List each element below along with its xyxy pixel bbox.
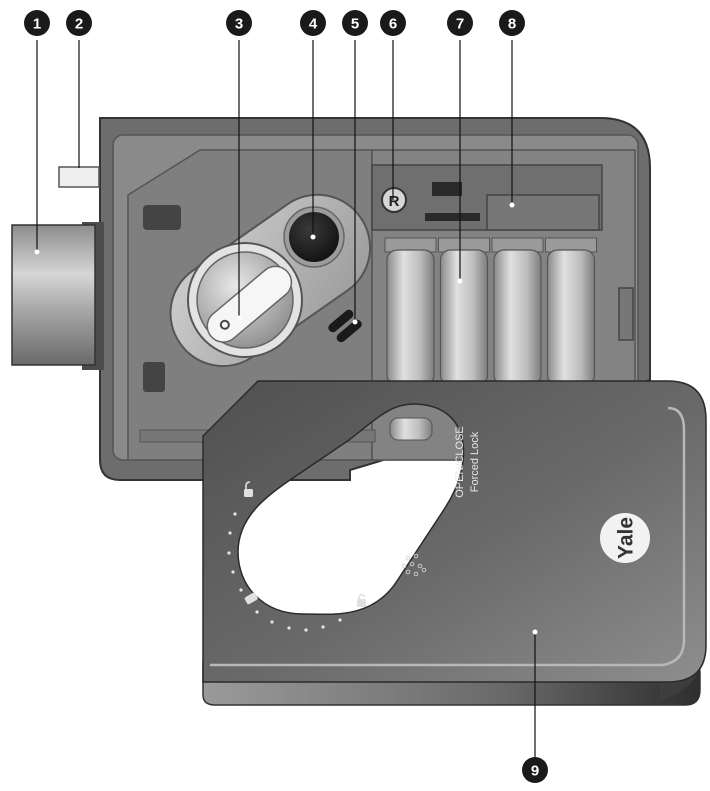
callout-6-number: 6 bbox=[389, 16, 397, 33]
dial-dot bbox=[338, 618, 342, 622]
callout-4-number: 4 bbox=[309, 16, 318, 33]
callout-6: 6 bbox=[380, 10, 406, 36]
cylinder bbox=[11, 224, 96, 366]
callout-8: 8 bbox=[499, 10, 525, 36]
visible-battery bbox=[389, 417, 433, 441]
reset-button-letter: R bbox=[389, 193, 400, 210]
speaker-hole bbox=[413, 571, 419, 577]
battery-icon bbox=[244, 592, 258, 605]
cover-face bbox=[202, 380, 707, 683]
speaker-hole bbox=[417, 563, 423, 569]
callout-9-number: 9 bbox=[531, 763, 539, 780]
speaker-hole bbox=[421, 567, 427, 573]
dial-dot bbox=[239, 588, 243, 592]
battery bbox=[491, 237, 544, 386]
dip-switch bbox=[432, 182, 462, 196]
callout-1-number: 1 bbox=[33, 16, 41, 33]
dial-dot bbox=[255, 610, 259, 614]
front-cover: OPEN/CLOSE Forced Lock Yale bbox=[202, 380, 707, 706]
dial-dot bbox=[228, 531, 232, 535]
callout-3-number: 3 bbox=[235, 16, 243, 33]
callout-4: 4 bbox=[300, 10, 326, 36]
callout-9: 9 bbox=[522, 757, 548, 783]
battery bbox=[384, 237, 437, 386]
dial-dot bbox=[270, 620, 274, 624]
forced-lock-switch[interactable] bbox=[326, 308, 363, 344]
leader-lines bbox=[36, 40, 536, 762]
cover-highlight bbox=[210, 406, 686, 667]
callout-3: 3 bbox=[226, 10, 252, 36]
speaker-holes bbox=[401, 553, 427, 577]
thumbturn-hole bbox=[219, 319, 230, 330]
battery bbox=[438, 237, 490, 386]
dial-dot bbox=[227, 551, 231, 555]
callout-5-number: 5 bbox=[351, 16, 359, 33]
callout-5: 5 bbox=[342, 10, 368, 36]
side-hinge bbox=[618, 287, 634, 341]
cover-label-forced-lock: Forced Lock bbox=[469, 431, 481, 492]
callout-8-number: 8 bbox=[508, 16, 516, 33]
upper-slot bbox=[143, 205, 181, 230]
dial-dot bbox=[287, 626, 291, 630]
callout-7: 7 bbox=[447, 10, 473, 36]
dial-dot bbox=[321, 625, 325, 629]
latch bbox=[58, 166, 100, 188]
dial-dot bbox=[304, 628, 308, 632]
speaker-hole bbox=[401, 563, 407, 569]
battery-cover-slot bbox=[486, 194, 600, 231]
lower-slot bbox=[143, 362, 165, 392]
callout-7-number: 7 bbox=[456, 16, 464, 33]
board-connector bbox=[425, 213, 480, 221]
unlock-icon bbox=[244, 481, 253, 497]
callout-1: 1 bbox=[24, 10, 50, 36]
callouts: 1 2 3 4 5 6 7 8 bbox=[24, 10, 548, 783]
yale-logo-text: Yale bbox=[615, 517, 638, 559]
speaker-hole bbox=[409, 561, 415, 567]
callout-2: 2 bbox=[66, 10, 92, 36]
lock-icon bbox=[357, 593, 366, 607]
battery bbox=[545, 237, 597, 386]
batteries bbox=[384, 237, 597, 386]
dial-dot bbox=[233, 512, 237, 516]
cover-label-open-close: OPEN/CLOSE bbox=[454, 426, 466, 498]
speaker-hole bbox=[405, 569, 411, 575]
callout-2-number: 2 bbox=[75, 16, 83, 33]
speaker-hole bbox=[405, 555, 411, 561]
reset-button[interactable] bbox=[381, 187, 407, 213]
dial-dot bbox=[231, 570, 235, 574]
yale-logo-badge bbox=[600, 513, 650, 563]
dial-indicator-dots bbox=[227, 512, 342, 632]
leader-endpoints bbox=[34, 202, 538, 635]
speaker-hole bbox=[413, 553, 419, 559]
